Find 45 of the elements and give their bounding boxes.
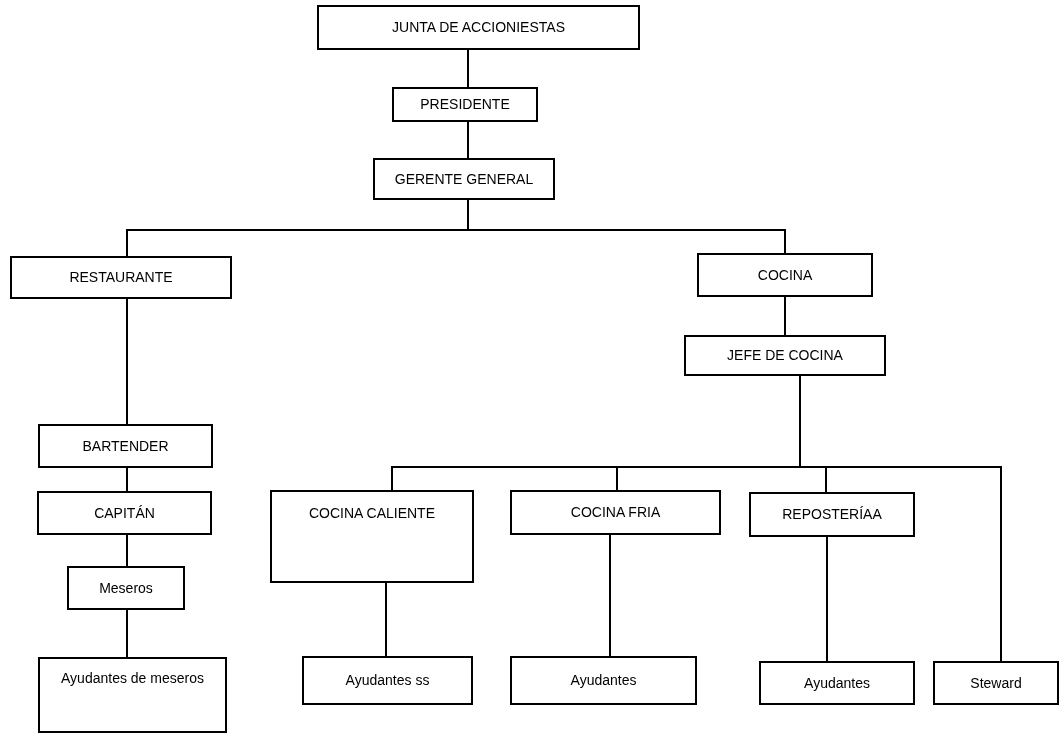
box-label: Steward [970, 673, 1022, 693]
org-box [373, 158, 555, 200]
org-box [933, 661, 1059, 705]
box-label: PRESIDENTE [420, 95, 510, 115]
org-box [759, 661, 915, 705]
box-label: Ayudantes [804, 673, 870, 693]
connector-line [467, 199, 786, 254]
box-label: Meseros [99, 578, 153, 598]
connector-line [126, 609, 128, 658]
box-label: REPOSTERÍAA [782, 505, 882, 525]
connector-line [467, 121, 469, 159]
box-label: Ayudantes ss [345, 671, 430, 691]
org-box [67, 566, 185, 610]
org-box [697, 253, 873, 297]
box-label: COCINA FRIA [570, 503, 661, 523]
org-box [38, 657, 227, 733]
org-box [684, 335, 886, 376]
box-label: GERENTE GENERAL [394, 169, 534, 189]
org-box [38, 424, 213, 468]
box-label: Ayudantes [570, 671, 637, 691]
org-box [749, 492, 915, 537]
org-box [317, 5, 640, 50]
connector-line [126, 467, 128, 492]
org-box [10, 256, 232, 299]
connector-line [467, 49, 469, 88]
org-box [270, 490, 474, 583]
box-label: RESTAURANTE [69, 268, 173, 288]
org-box [392, 87, 538, 122]
org-box [510, 490, 721, 535]
box-label: JEFE DE COCINA [727, 346, 843, 366]
org-box [510, 656, 697, 705]
box-label: COCINA [757, 265, 813, 285]
box-label: Ayudantes de meseros [61, 669, 204, 688]
connector-line [826, 536, 828, 662]
box-label: CAPITÁN [94, 503, 155, 523]
connector-line [126, 534, 128, 567]
box-label: JUNTA DE ACCIONIESTAS [392, 18, 565, 38]
connector-line [385, 582, 387, 657]
box-label: BARTENDER [82, 436, 169, 456]
box-label: COCINA CALIENTE [309, 504, 435, 523]
connector-line [784, 296, 786, 336]
connector-line [609, 534, 611, 657]
connector-line [126, 298, 128, 425]
org-box [37, 491, 212, 535]
org-box [302, 656, 473, 705]
